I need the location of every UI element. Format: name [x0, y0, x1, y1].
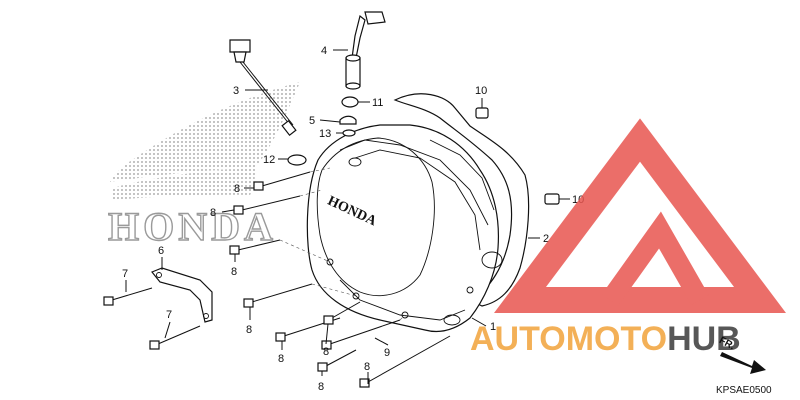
part-10-dowel-pin-right [544, 193, 560, 205]
watermark-outer-triangle [494, 118, 786, 313]
part-10-dowel-pin-upper [475, 107, 489, 119]
front-direction-indicator: FR. [717, 335, 766, 374]
bolt-9-long [359, 335, 451, 388]
callout-13: 13 [319, 128, 331, 140]
part-5-clip [339, 115, 357, 125]
watermark-text-hub: HUB [667, 320, 741, 358]
callout-8-second: 8 [210, 207, 216, 219]
part-4-breather-tube [345, 11, 386, 90]
callout-8-bottom: 8 [318, 381, 324, 393]
bolts [103, 171, 451, 388]
part-6-bracket [151, 267, 213, 323]
emblem-wordmark: HONDA [108, 204, 277, 249]
callout-3: 3 [233, 85, 239, 97]
diagram-code: KPSAE0500 [716, 385, 772, 396]
part-12-o-ring [287, 154, 307, 166]
watermark-inner-triangle [601, 211, 709, 306]
bolt-8-upper [253, 171, 311, 191]
bolt-7-lower [149, 325, 201, 350]
callout-8-mid: 8 [246, 324, 252, 336]
watermark-wordmark: AUTOMOTOHUB [470, 320, 741, 358]
callout-8-lower-a: 8 [278, 353, 284, 365]
callout-8-lower-b: 8 [323, 346, 329, 358]
alignment-lines [279, 167, 406, 321]
callout-7-left: 7 [122, 268, 128, 280]
part-13-o-ring [342, 129, 356, 137]
callout-8-right: 8 [364, 361, 370, 373]
bolt-7-left [103, 287, 153, 306]
callout-4: 4 [321, 45, 327, 57]
watermark-text-automoto: AUTOMOTO [470, 320, 667, 358]
part-3-oil-dipstick [229, 39, 297, 137]
callout-10-upper: 10 [475, 85, 487, 97]
callout-6: 6 [158, 245, 164, 257]
callout-12: 12 [263, 154, 275, 166]
part-1-crankcase-cover: HONDA [306, 124, 503, 333]
callout-5: 5 [309, 115, 315, 127]
honda-wing-emblem: HONDA [107, 82, 300, 250]
callout-8-third: 8 [231, 266, 237, 278]
bolt-8-lower-c [321, 319, 401, 350]
automotohub-watermark: AUTOMOTOHUB [470, 118, 786, 358]
callout-2: 2 [543, 233, 549, 245]
callout-11: 11 [372, 97, 383, 109]
callout-9: 9 [384, 347, 390, 359]
front-arrow-icon [720, 352, 766, 374]
bolt-8-mid [243, 283, 313, 308]
callouts: 1 2 3 4 5 6 7 7 8 8 8 8 8 8 8 8 9 10 10 … [122, 45, 584, 393]
bolt-8-lower-b [323, 301, 361, 325]
leader-lines [125, 49, 570, 384]
watermark-triangle-mark [494, 118, 786, 313]
callout-1: 1 [490, 321, 496, 333]
callout-8-upper: 8 [234, 183, 240, 195]
callout-7-lower: 7 [166, 309, 172, 321]
part-11-oil-seal [341, 96, 359, 108]
